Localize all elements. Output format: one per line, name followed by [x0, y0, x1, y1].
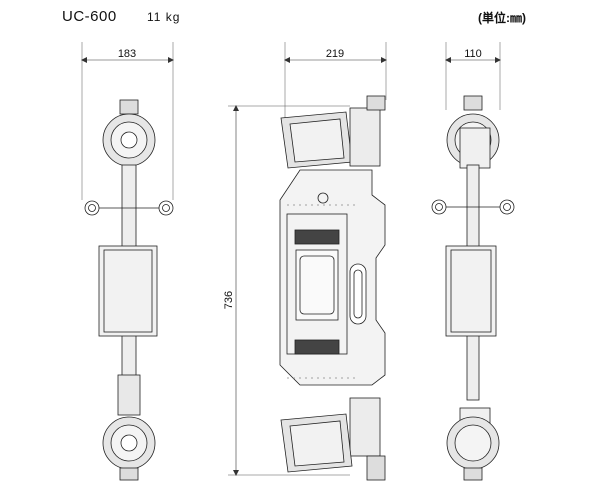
dim-front-width: 219: [326, 48, 344, 60]
weight-label: 11 kg: [147, 10, 181, 24]
unit-note: (単位:㎜): [478, 11, 526, 25]
left-side-view: [81, 42, 174, 481]
dim-front-height: 736: [223, 291, 235, 309]
dim-side-right-width: 110: [464, 48, 482, 60]
right-side-view: [431, 42, 515, 481]
model-name: UC-600: [62, 8, 117, 25]
dim-side-left-width: 183: [118, 48, 136, 60]
front-view: [228, 42, 387, 481]
